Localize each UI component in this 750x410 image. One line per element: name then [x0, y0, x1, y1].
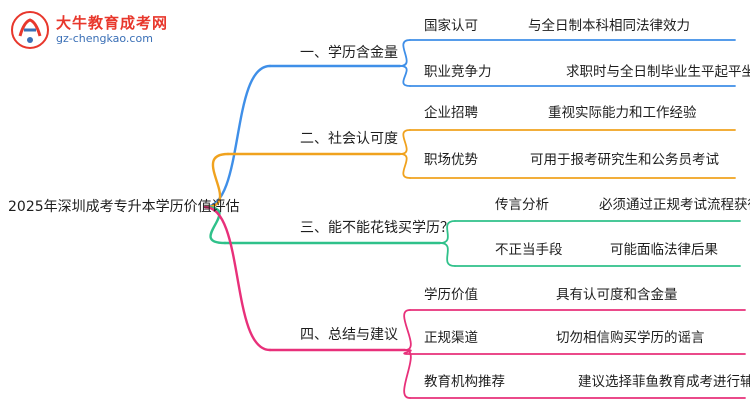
- leaf-label-4-2: 正规渠道: [424, 330, 478, 346]
- site-logo: 大牛教育成考网 gz-chengkao.com: [6, 8, 176, 52]
- branch-link-2: [203, 152, 230, 209]
- logo-url: gz-chengkao.com: [56, 32, 153, 45]
- leaf-detail-4-2: 切勿相信购买学历的谣言: [556, 330, 705, 346]
- leaf-label-2-1: 企业招聘: [424, 105, 478, 121]
- branch-link-4: [203, 205, 272, 352]
- child-link-4-1: [403, 309, 412, 351]
- leaf-label-3-1: 传言分析: [495, 197, 549, 213]
- leaf-detail-2-1: 重视实际能力和工作经验: [548, 105, 697, 121]
- logo-title: 大牛教育成考网: [56, 14, 169, 32]
- child-link-1-2: [399, 65, 411, 87]
- leaf-label-1-1: 国家认可: [424, 18, 478, 34]
- child-link-4-3: [403, 349, 412, 399]
- leaf-label-1-2: 职业竞争力: [424, 64, 492, 80]
- leaf-detail-2-2: 可用于报考研究生和公务员考试: [530, 152, 719, 168]
- child-link-3-2: [439, 242, 456, 267]
- child-link-2-2: [399, 153, 411, 179]
- branch-label-3: 三、能不能花钱买学历？: [300, 220, 454, 236]
- leaf-detail-4-1: 具有认可度和含金量: [556, 287, 678, 303]
- leaf-label-4-3: 教育机构推荐: [424, 374, 505, 390]
- leaf-label-3-2: 不正当手段: [495, 242, 563, 258]
- branch-label-1: 一、学历含金量: [300, 45, 398, 61]
- leaf-detail-3-1: 必须通过正规考试流程获得: [599, 197, 750, 213]
- child-link-3-1: [439, 220, 456, 244]
- branch-label-2: 二、社会认可度: [300, 131, 398, 147]
- child-link-2-1: [399, 129, 411, 155]
- child-link-1-1: [399, 39, 411, 67]
- leaf-detail-1-1: 与全日制本科相同法律效力: [528, 18, 690, 34]
- branch-link-1: [203, 64, 272, 209]
- leaf-detail-3-2: 可能面临法律后果: [610, 242, 718, 258]
- branch-link-3: [203, 205, 227, 245]
- branch-label-4: 四、总结与建议: [300, 327, 398, 343]
- leaf-detail-1-2: 求职时与全日制毕业生平起平坐: [566, 64, 750, 80]
- logo-mark-icon: [11, 11, 49, 49]
- root-topic: 2025年深圳成考专升本学历价值评估: [8, 199, 240, 215]
- leaf-label-4-1: 学历价值: [424, 287, 478, 303]
- leaf-detail-4-3: 建议选择菲鱼教育成考进行辅导: [578, 374, 750, 390]
- leaf-label-2-2: 职场优势: [424, 152, 478, 168]
